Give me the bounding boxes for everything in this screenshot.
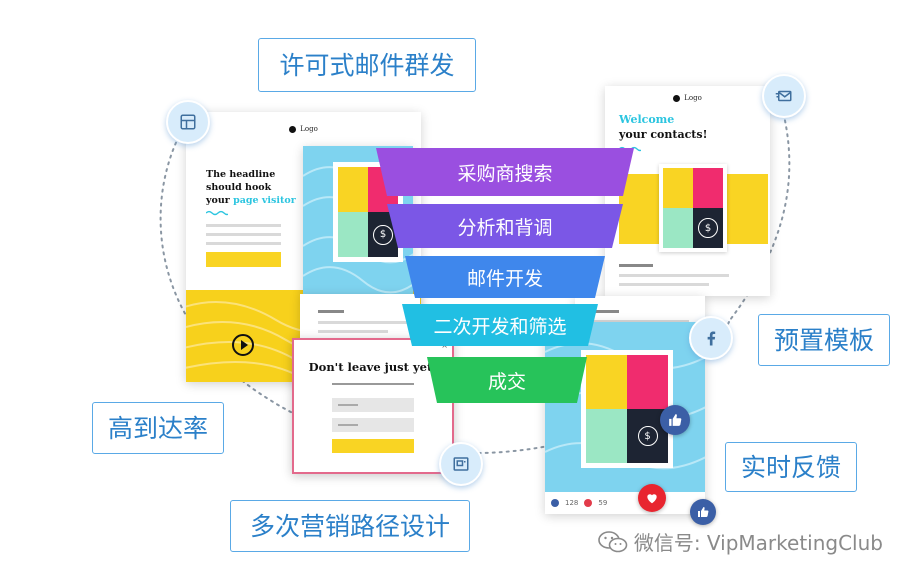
funnel-stage-5: 成交	[427, 357, 587, 403]
callout-high-delivery: 高到达率	[92, 402, 224, 454]
headline-line-1: The headline	[206, 169, 276, 180]
heart-icon[interactable]	[638, 484, 666, 512]
funnel-stage-4: 二次开发和筛选	[402, 304, 598, 346]
text-line	[206, 233, 281, 236]
likes-count: 128	[565, 499, 579, 507]
exit-popup-card: × Don't leave just yet!	[292, 338, 454, 474]
welcome-highlight: Welcome	[619, 113, 675, 126]
funnel-stage-1: 采购商搜索	[376, 148, 634, 196]
popup-input-field[interactable]	[332, 418, 414, 432]
thumbs-up-icon[interactable]	[690, 499, 716, 525]
funnel-stage-2: 分析和背调	[387, 204, 623, 248]
logo-mark-icon	[289, 125, 297, 133]
headline-your: your	[206, 195, 230, 206]
popup-submit-button[interactable]	[332, 439, 414, 453]
coin-icon: $	[698, 218, 718, 238]
headline-line-2: should hook	[206, 182, 272, 193]
welcome-logo: Logo	[605, 94, 770, 102]
logo-text: Logo	[300, 125, 318, 133]
funnel-stage-3: 邮件开发	[405, 256, 605, 298]
wechat-icon	[598, 530, 628, 552]
social-post-card: $ 128 59	[545, 322, 705, 514]
layout-icon[interactable]	[166, 100, 210, 144]
popup-title: Don't leave just yet!	[308, 360, 438, 374]
email-icon[interactable]	[762, 74, 806, 118]
callout-permission-email: 许可式邮件群发	[258, 38, 476, 92]
squiggle-decoration	[206, 210, 228, 216]
welcome-title: Welcome your contacts!	[619, 112, 764, 142]
logo-mark-icon	[673, 94, 681, 102]
callout-realtime-feedback: 实时反馈	[725, 442, 857, 492]
callout-preset-templates: 预置模板	[758, 314, 890, 366]
callout-multi-path: 多次营销路径设计	[230, 500, 470, 552]
welcome-rest: your contacts!	[619, 128, 708, 141]
landing-logo: Logo	[186, 125, 421, 133]
play-icon[interactable]	[232, 334, 254, 356]
watermark: 微信号: VipMarketingClub	[598, 527, 883, 556]
tile-grid: $	[586, 355, 668, 463]
logo-text: Logo	[684, 94, 702, 102]
hearts-count: 59	[598, 499, 608, 507]
heart-reaction-icon	[584, 499, 593, 507]
welcome-email-card: Logo Welcome your contacts! $	[605, 86, 770, 296]
watermark-text: 微信号: VipMarketingClub	[633, 531, 883, 555]
text-line	[206, 224, 281, 227]
coin-icon: $	[373, 224, 393, 245]
like-reaction-icon	[551, 499, 559, 507]
coin-icon: $	[637, 426, 658, 446]
text-card	[300, 294, 420, 342]
tile-grid: $	[338, 167, 398, 257]
text-line	[206, 242, 281, 245]
popup-input-field[interactable]	[332, 398, 414, 412]
tile-grid: $	[663, 168, 723, 248]
cta-button-shape	[206, 252, 281, 267]
landing-headline: The headline should hook your page visit…	[206, 168, 326, 207]
headline-highlight: page visitor	[233, 195, 296, 206]
form-icon[interactable]	[439, 442, 483, 486]
thumbs-up-icon[interactable]	[660, 405, 690, 435]
facebook-icon[interactable]	[689, 316, 733, 360]
